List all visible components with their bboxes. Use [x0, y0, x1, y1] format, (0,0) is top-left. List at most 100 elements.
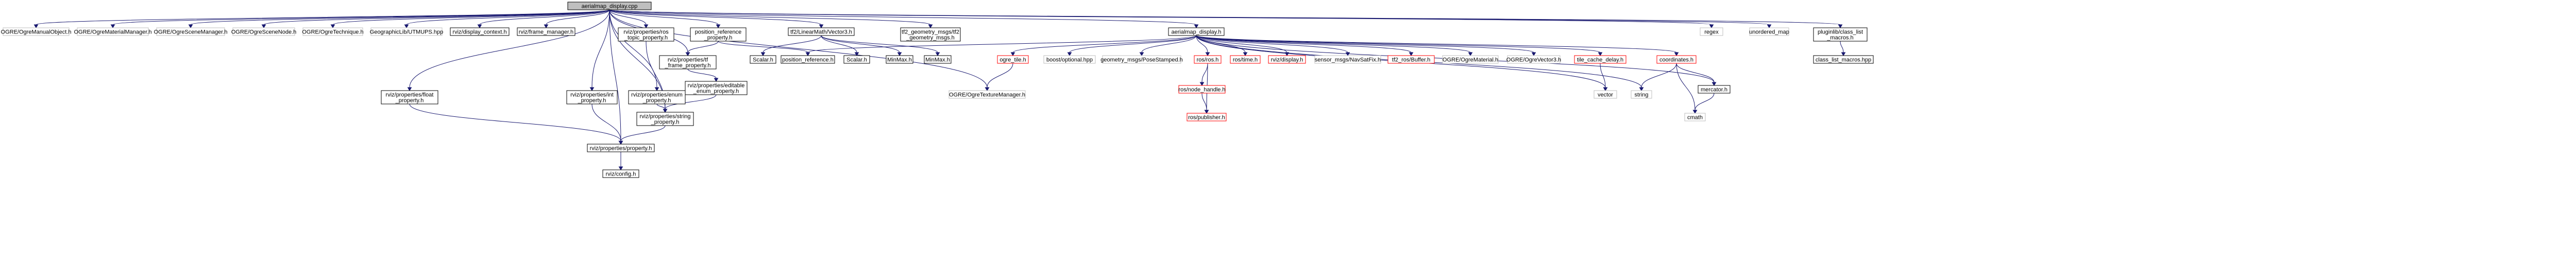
node-label: unordered_map: [1749, 29, 1789, 36]
node-box: [1178, 85, 1226, 94]
node-label: _geometry_msgs.h: [906, 35, 955, 41]
node-box: [659, 55, 717, 69]
node-label: string: [1635, 92, 1649, 98]
node-box: [1442, 55, 1499, 64]
node-label: rviz/frame_manager.h: [519, 29, 573, 36]
node-editenum[interactable]: rviz/properties/editable_enum_property.h: [685, 81, 748, 95]
node-navsat[interactable]: sensor_msgs/NavSatFix.h: [1314, 55, 1381, 64]
node-label: rviz/properties/property.h: [590, 146, 652, 152]
node-ogrevec[interactable]: OGRE/OgreVector3.h: [1506, 55, 1561, 64]
node-tfframe[interactable]: rviz/properties/tf_frame_property.h: [659, 55, 717, 69]
node-technique[interactable]: OGRE/OgreTechnique.h: [302, 27, 364, 36]
node-scenenode[interactable]: OGRE/OgreSceneNode.h: [231, 27, 297, 36]
node-prop[interactable]: rviz/properties/property.h: [587, 144, 655, 152]
node-label: OGRE/OgreTextureManager.h: [949, 92, 1025, 98]
node-root[interactable]: aerialmap_display.cpp: [567, 2, 652, 10]
node-ogremat[interactable]: OGRE/OgreMaterial.h: [1442, 55, 1499, 64]
node-ogretile[interactable]: ogre_tile.h: [997, 55, 1029, 64]
node-label: MinMax.h: [925, 57, 950, 63]
node-tilecache[interactable]: tile_cache_delay.h: [1574, 55, 1626, 64]
node-mercator[interactable]: mercator.h: [1698, 85, 1731, 94]
node-string[interactable]: string: [1631, 90, 1652, 99]
node-matmgr[interactable]: OGRE/OgreMaterialManager.h: [74, 27, 152, 36]
node-box: [566, 90, 618, 104]
node-nodehandle[interactable]: ros/node_handle.h: [1178, 85, 1226, 94]
node-box: [156, 27, 225, 36]
node-tf2buffer[interactable]: tf2_ros/Buffer.h: [1387, 55, 1435, 64]
node-label: rviz/properties/float: [386, 92, 434, 98]
node-label: _property.h: [578, 98, 606, 104]
node-strprop[interactable]: rviz/properties/string_property.h: [636, 112, 694, 126]
edge-root-to-linmath: [609, 9, 824, 28]
node-box: [690, 27, 747, 42]
node-tf2geo[interactable]: tf2_geometry_msgs/tf2_geometry_msgs.h: [900, 27, 961, 42]
edge-linmath-to-minmax2: [821, 35, 940, 56]
node-box: [1813, 27, 1868, 42]
node-publisher[interactable]: ros/publisher.h: [1187, 113, 1227, 121]
node-boostopt[interactable]: boost/optional.hpp: [1043, 55, 1096, 64]
node-intprop[interactable]: rviz/properties/int_property.h: [566, 90, 618, 104]
node-framemgr[interactable]: rviz/frame_manager.h: [517, 27, 575, 36]
edge-aerialh-to-ogretile: [1010, 35, 1197, 56]
node-posrefh[interactable]: position_reference.h: [781, 55, 835, 64]
node-label: aerialmap_display.h: [1171, 29, 1221, 36]
node-scalar1[interactable]: Scalar.h: [750, 55, 776, 64]
node-rvizdisplay[interactable]: rviz/display.h: [1268, 55, 1306, 64]
node-scalar2[interactable]: Scalar.h: [843, 55, 870, 64]
node-rostopic[interactable]: rviz/properties/ros_topic_property.h: [618, 27, 674, 42]
node-aerialh[interactable]: aerialmap_display.h: [1168, 27, 1225, 36]
node-dispctx[interactable]: rviz/display_context.h: [450, 27, 510, 36]
node-vector[interactable]: vector: [1594, 90, 1617, 99]
node-floatprop[interactable]: rviz/properties/float_property.h: [381, 90, 438, 104]
node-label: cmath: [1687, 115, 1703, 121]
node-label: Scalar.h: [846, 57, 867, 63]
node-label: ros/node_handle.h: [1178, 87, 1225, 93]
node-label: OGRE/OgreMaterialManager.h: [74, 29, 151, 36]
node-label: ros/ros.h: [1197, 57, 1219, 63]
node-box: [1043, 55, 1096, 64]
node-box: [1813, 55, 1874, 64]
node-label: OGRE/OgreVector3.h: [1506, 57, 1561, 63]
edge-linmath-to-scalar2: [821, 35, 859, 56]
node-box: [886, 55, 913, 64]
node-utm[interactable]: GeographicLib/UTMUPS.hpp: [370, 27, 443, 36]
node-rostime[interactable]: ros/time.h: [1230, 55, 1261, 64]
edge-aerialh-to-ogremat: [1196, 35, 1473, 56]
node-box: [302, 27, 363, 36]
node-minmax2[interactable]: MinMax.h: [924, 55, 952, 64]
node-rosros[interactable]: ros/ros.h: [1194, 55, 1222, 64]
node-pluginlib[interactable]: pluginlib/class_list_macros.h: [1813, 27, 1868, 42]
node-label: OGRE/OgreTechnique.h: [302, 29, 363, 36]
node-box: [924, 55, 952, 64]
node-box: [628, 90, 686, 104]
edge-root-to-pluginlib: [609, 9, 1843, 28]
node-scenemgr[interactable]: OGRE/OgreSceneManager.h: [154, 27, 228, 36]
node-label: _frame_property.h: [664, 63, 710, 69]
node-classlist[interactable]: class_list_macros.hpp: [1813, 55, 1874, 64]
edge-root-to-technique: [330, 9, 610, 28]
node-coords[interactable]: coordinates.h: [1656, 55, 1697, 64]
node-manualobj[interactable]: OGRE/OgreManualObject.h: [1, 27, 72, 36]
edge-aerialh-to-tilecache: [1196, 35, 1603, 56]
node-linmath[interactable]: tf2/LinearMath/Vector3.h: [788, 27, 855, 36]
edge-aerialh-to-posrefh: [805, 35, 1197, 56]
edge-posref-to-tfframe: [685, 41, 719, 56]
edge-enumprop-to-strprop: [656, 103, 668, 113]
node-box: [750, 55, 776, 64]
node-regex[interactable]: regex: [1700, 27, 1723, 36]
node-config[interactable]: rviz/config.h: [602, 169, 639, 178]
node-posref[interactable]: position_reference_property.h: [690, 27, 747, 42]
node-label: ros/publisher.h: [1188, 115, 1225, 121]
edge-pluginlib-to-classlist: [1840, 41, 1846, 56]
node-box: [1268, 55, 1306, 64]
node-posestamped[interactable]: geometry_msgs/PoseStamped.h: [1100, 55, 1183, 64]
node-box: [1168, 27, 1225, 36]
node-label: pluginlib/class_list: [1818, 29, 1863, 36]
node-texmgr[interactable]: OGRE/OgreTextureManager.h: [948, 90, 1026, 99]
node-enumprop[interactable]: rviz/properties/enum_property.h: [628, 90, 686, 104]
node-unordmap[interactable]: unordered_map: [1749, 27, 1789, 36]
node-minmax1[interactable]: MinMax.h: [886, 55, 913, 64]
node-label: class_list_macros.hpp: [1816, 57, 1871, 63]
node-label: rviz/config.h: [606, 171, 636, 178]
node-cmath[interactable]: cmath: [1684, 113, 1706, 121]
